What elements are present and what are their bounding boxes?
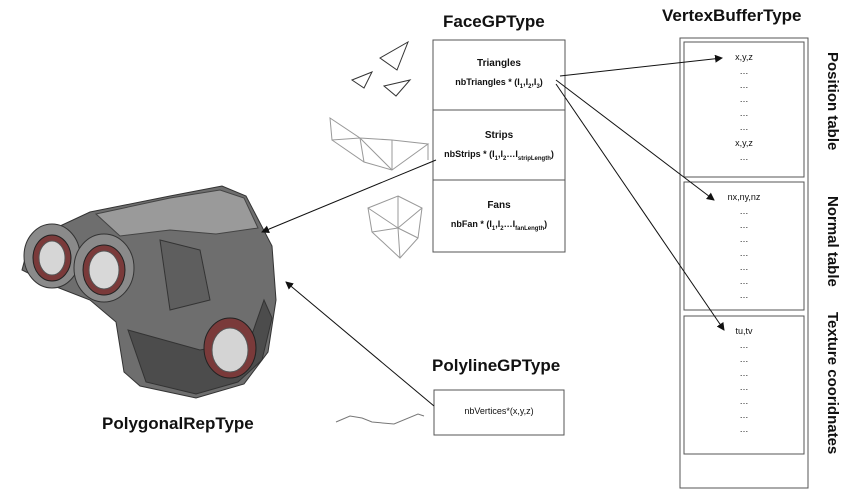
strips-label: Strips xyxy=(484,130,514,141)
strips-cell: Strips nbStrips * (I1,I2…IstripLength) xyxy=(433,130,565,162)
strips-formula: nbStrips * (I1,I2…IstripLength) xyxy=(444,149,554,162)
normal-table-label: Normal table xyxy=(824,196,841,287)
position-row: … xyxy=(739,122,749,132)
position-table-label: Position table xyxy=(824,52,841,151)
normal-row: … xyxy=(739,262,749,272)
position-row: … xyxy=(739,108,749,118)
vertex-buffer-type-title: VertexBufferType xyxy=(662,6,802,25)
normal-row: … xyxy=(739,206,749,216)
fans-formula: nbFan * (I1,I2…IfanLength) xyxy=(450,219,548,232)
fans-label: Fans xyxy=(487,200,511,211)
triangles-cell: Triangles nbTriangles * (I1,I2,I3) xyxy=(433,58,565,90)
triangles-formula: nbTriangles * (I1,I2,I3) xyxy=(455,77,543,90)
normal-row: … xyxy=(739,234,749,244)
position-row: … xyxy=(739,152,749,162)
position-first: x,y,z xyxy=(735,52,753,62)
normal-table: nx,ny,nz … … … … … … … xyxy=(684,192,804,310)
triangle-sketch-icon xyxy=(350,40,412,97)
strip-sketch-icon xyxy=(329,117,430,171)
face-gp-type-title: FaceGPType xyxy=(443,12,545,31)
normal-row: … xyxy=(739,276,749,286)
polyline-sketch-icon xyxy=(335,413,425,425)
texture-row: … xyxy=(739,340,749,350)
texture-coordinates-label: Texture cooridnates xyxy=(824,312,841,455)
normal-row: … xyxy=(739,220,749,230)
polyline-formula: nbVertices*(x,y,z) xyxy=(464,406,534,416)
normal-row: … xyxy=(739,248,749,258)
texture-row: … xyxy=(739,354,749,364)
normal-row: … xyxy=(739,290,749,300)
normal-first: nx,ny,nz xyxy=(727,192,761,202)
texture-row: … xyxy=(739,368,749,378)
texture-first: tu,tv xyxy=(735,326,753,336)
position-row: … xyxy=(739,94,749,104)
texture-row: … xyxy=(739,396,749,406)
position-last: x,y,z xyxy=(735,138,753,148)
position-table: x,y,z … … … … … x,y,z … xyxy=(684,52,804,177)
texture-row: … xyxy=(739,410,749,420)
polyline-gp-type-title: PolylineGPType xyxy=(432,356,561,375)
fan-sketch-icon xyxy=(367,195,423,259)
texture-row: … xyxy=(739,424,749,434)
position-row: … xyxy=(739,66,749,76)
position-row: … xyxy=(739,80,749,90)
triangles-label: Triangles xyxy=(477,58,521,69)
texture-table: tu,tv … … … … … … … xyxy=(684,326,804,454)
polygonal-rep-type-title: PolygonalRepType xyxy=(102,414,254,433)
fans-cell: Fans nbFan * (I1,I2…IfanLength) xyxy=(433,200,565,232)
texture-row: … xyxy=(739,382,749,392)
mechanical-part-illustration xyxy=(21,185,277,399)
